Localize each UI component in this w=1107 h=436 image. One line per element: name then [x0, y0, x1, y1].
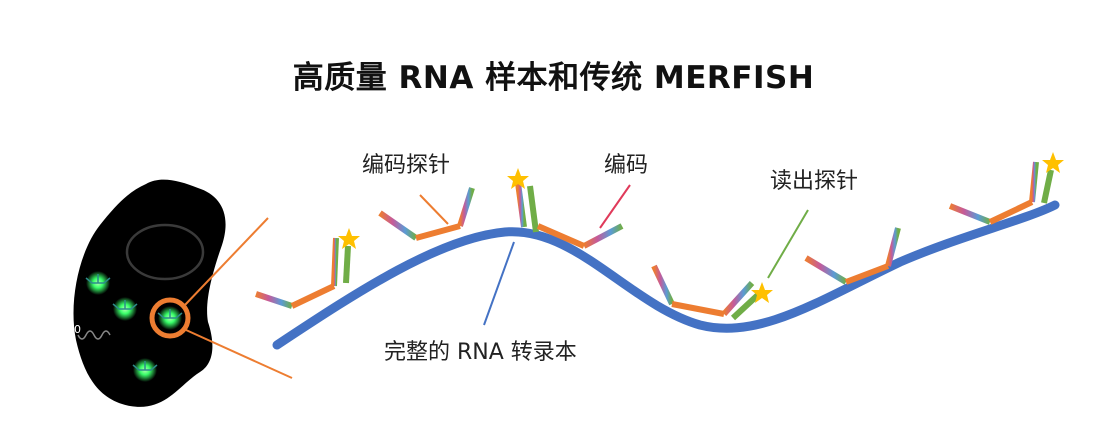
readout-probe	[730, 290, 763, 321]
encoding-probe	[651, 264, 763, 321]
mini-probe	[112, 300, 138, 310]
label-barcode: 编码	[604, 153, 649, 178]
encoding-probe	[515, 182, 624, 249]
label-encoding-probe: 编码探针	[362, 153, 451, 178]
cell-body	[73, 179, 226, 407]
mini-probe	[132, 361, 158, 371]
zoom-line-top	[183, 217, 269, 307]
zoom-ring	[149, 297, 191, 339]
label-readout-probe: 读出探针	[770, 169, 859, 194]
callout-barcode	[599, 184, 631, 229]
fluorophore-star	[338, 228, 360, 249]
mini-probe	[85, 274, 111, 284]
readout-probe	[343, 245, 351, 284]
cell-illustration: 0	[73, 179, 226, 407]
encoding-probe	[948, 161, 1054, 225]
readout-probe	[1041, 169, 1054, 204]
rna-transcript	[272, 200, 1060, 350]
degraded-rna	[77, 330, 111, 340]
encoding-probe	[378, 187, 475, 241]
degraded-mark: 0	[74, 323, 81, 336]
callout-encoding-probe	[419, 194, 449, 225]
zoom-line-bottom	[185, 329, 293, 379]
fluorophore-star	[751, 282, 773, 303]
encoding-probe	[804, 227, 901, 285]
readout-probe	[515, 182, 527, 228]
label-transcript: 完整的 RNA 转录本	[384, 340, 577, 365]
callout-readout-probe	[767, 209, 809, 279]
fluorophore-star	[507, 168, 529, 189]
fluorophore-star	[1042, 152, 1064, 173]
diagram-title: 高质量 RNA 样本和传统 MERFISH	[292, 60, 815, 96]
mini-probe	[157, 309, 183, 319]
encoding-probe	[255, 237, 351, 309]
nucleus	[125, 223, 205, 281]
callout-transcript	[483, 241, 515, 326]
